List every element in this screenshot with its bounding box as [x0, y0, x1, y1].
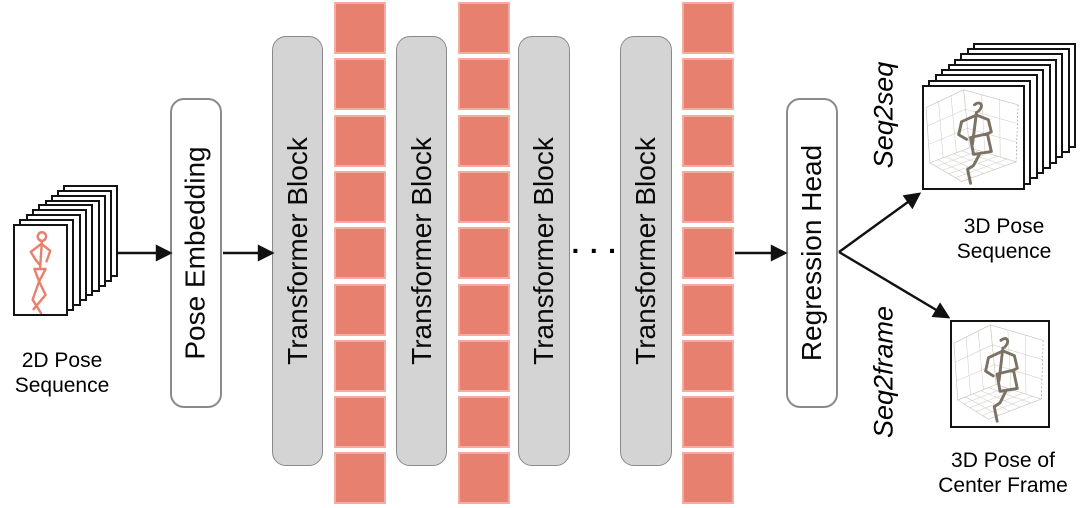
pose-left-leg — [31, 280, 43, 314]
output-center-line2: Center Frame — [938, 473, 1068, 497]
arrowhead-embedding-to-transformer — [257, 244, 275, 262]
token — [334, 452, 386, 505]
token — [458, 2, 510, 54]
pose-head — [973, 101, 983, 113]
pose-head — [999, 337, 1010, 349]
token — [682, 339, 734, 392]
token — [334, 170, 386, 223]
3d-pose-plot — [953, 324, 1044, 423]
token — [682, 114, 734, 167]
pose-torso-box — [995, 368, 1019, 393]
output-center-line1: 3D Pose of — [951, 449, 1055, 472]
output-sequence-caption: 3D Pose Sequence — [942, 215, 1066, 264]
pose-right-arm — [40, 242, 52, 263]
token — [334, 2, 386, 54]
token — [458, 170, 510, 223]
arrow-seq2frame — [838, 250, 939, 313]
pose-left-arm — [984, 349, 1005, 378]
plot-grid — [927, 94, 1018, 178]
arrowhead-tokens-to-regression — [770, 244, 788, 262]
input-caption: 2D Pose Sequence — [0, 349, 124, 398]
token — [334, 114, 386, 167]
seq2seq-label: Seq2seq — [868, 61, 899, 169]
pose-hips — [33, 267, 47, 283]
token — [458, 396, 510, 449]
plot-axes-box — [953, 324, 1044, 420]
input-caption-line1: 2D Pose — [21, 349, 103, 372]
token — [458, 227, 510, 280]
pose-leg — [992, 389, 1008, 423]
pose-left-arm — [29, 242, 43, 267]
output-center-caption: 3D Pose of Center Frame — [932, 449, 1074, 498]
pose-embedding-label: Pose Embedding — [180, 146, 212, 360]
token — [682, 283, 734, 336]
token — [682, 227, 734, 280]
token-column-3 — [682, 2, 734, 506]
pose-embedding-box: Pose Embedding — [170, 98, 222, 408]
transformer-block-2: Transformer Block — [396, 36, 447, 466]
3d-pose-plot — [925, 89, 1019, 185]
transformer-block-1-label: Transformer Block — [281, 137, 313, 365]
pose-leg — [966, 152, 981, 185]
arrowhead-seq2seq — [902, 192, 922, 210]
token-column-1 — [334, 2, 386, 506]
regression-head-label: Regression Head — [796, 144, 827, 362]
token — [682, 2, 734, 54]
pose-right-leg — [32, 280, 47, 311]
token — [334, 227, 386, 280]
transformer-block-4: Transformer Block — [620, 36, 672, 466]
token-column-2 — [458, 2, 510, 506]
token — [458, 58, 510, 111]
ellipsis: ··· — [571, 235, 627, 266]
arrowhead-input-to-embedding — [155, 244, 173, 262]
front-frame — [922, 85, 1025, 190]
token — [334, 396, 386, 449]
seq2frame-label: Seq2frame — [868, 305, 899, 439]
pose-spine — [971, 110, 978, 146]
pose-left-arm — [957, 113, 978, 141]
output-sequence-line2: Sequence — [956, 239, 1052, 263]
3d-pose-figure — [984, 337, 1019, 423]
transformer-block-2-label: Transformer Block — [405, 137, 437, 365]
plot-grid — [955, 329, 1043, 416]
token — [458, 114, 510, 167]
transformer-block-1: Transformer Block — [272, 36, 323, 466]
pose-spine — [997, 346, 1005, 383]
transformer-block-3-label: Transformer Block — [528, 137, 559, 365]
pose-head — [36, 230, 48, 243]
token — [682, 396, 734, 449]
token — [334, 283, 386, 336]
token — [334, 58, 386, 111]
2d-pose-figure — [29, 230, 52, 314]
token — [682, 452, 734, 505]
plot-axes-box — [925, 89, 1019, 182]
arrow-seq2seq — [838, 201, 909, 253]
input-caption-line2: Sequence — [14, 373, 110, 397]
3d-pose-figure — [957, 101, 993, 185]
transformer-block-3: Transformer Block — [518, 36, 570, 466]
transformer-block-4-label: Transformer Block — [630, 137, 661, 365]
pose-torso-box — [969, 132, 993, 156]
token — [458, 452, 510, 505]
token — [334, 339, 386, 392]
token — [458, 283, 510, 336]
regression-head-box: Regression Head — [786, 98, 838, 408]
front-frame — [13, 224, 68, 316]
output-sequence-line1: 3D Pose — [963, 215, 1045, 238]
token — [682, 170, 734, 223]
token — [682, 58, 734, 111]
arrowhead-seq2frame — [931, 302, 951, 319]
center-frame-plot — [950, 320, 1050, 428]
token — [458, 339, 510, 392]
